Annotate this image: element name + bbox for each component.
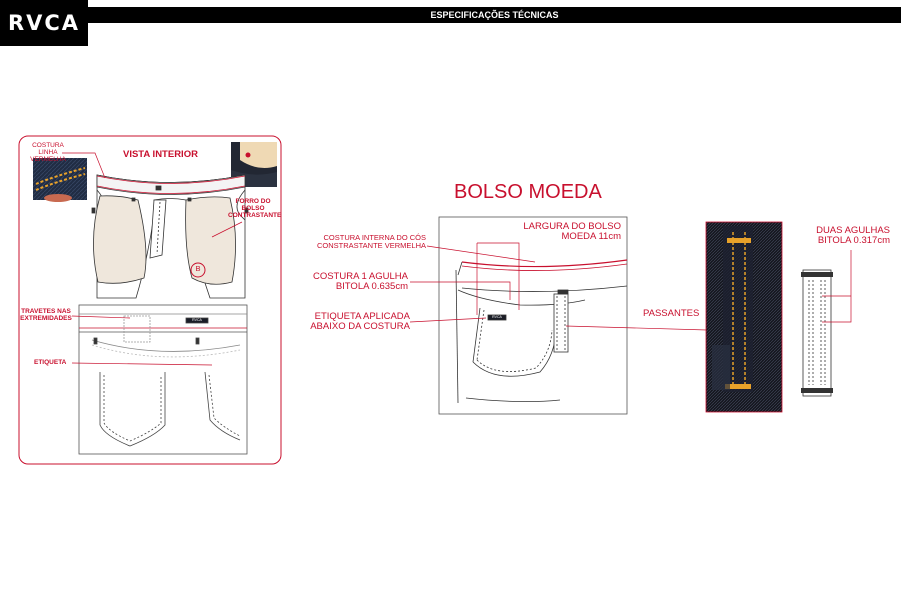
label-line: DUAS AGULHAS: [816, 225, 890, 236]
label-costura-linha: COSTURA LINHA VERMELHA: [20, 142, 76, 163]
page-title: ESPECIFICAÇÕES TÉCNICAS: [88, 7, 901, 23]
label-line: ABAIXO DA COSTURA: [310, 321, 410, 333]
label-line: ETIQUETA APLICADA: [314, 311, 410, 322]
belt-loop-photo: [705, 221, 783, 413]
dimension-guides: [409, 242, 708, 331]
label-line: LINHA VERMELHA: [30, 149, 66, 164]
label-etiqueta: ETIQUETA: [34, 359, 67, 366]
brand-logo: RVCA: [0, 0, 88, 46]
label-line: LARGURA DO BOLSO: [523, 221, 621, 232]
label-passantes: PASSANTES: [643, 308, 700, 319]
tag-label-left: RVCA: [192, 318, 202, 322]
section-title: BOLSO MOEDA: [454, 181, 602, 203]
label-line: COSTURA 1 AGULHA: [312, 271, 408, 282]
interior-view-drawing: [91, 174, 249, 299]
belt-loop-drawing: [801, 250, 852, 397]
label-largura: LARGURA DO BOLSO MOEDA 11cm: [505, 221, 621, 243]
label-travetes: TRAVETES NAS EXTREMIDADES: [20, 308, 72, 322]
label-vista-interior: VISTA INTERIOR: [123, 149, 198, 160]
label-etiqueta-aplicada: ETIQUETA APLICADA ABAIXO DA COSTURA: [300, 311, 410, 333]
label-costura-interna: COSTURA INTERNA DO CÓS CONSTRASTANTE VER…: [300, 233, 426, 251]
stitch-photo-left: [33, 158, 87, 202]
pocket-closeup-frame: [438, 216, 628, 415]
label-line: CONSTRASTANTE VERMELHA: [316, 241, 426, 251]
label-line: COSTURA: [32, 142, 64, 149]
label-line: TRAVETES NAS: [21, 308, 71, 315]
label-costura-1-agulha: COSTURA 1 AGULHA BITOLA 0.635cm: [300, 271, 408, 293]
label-forro-bolso: FORRO DO BOLSO CONTRASTANTE: [228, 198, 282, 220]
label-duas-agulhas: DUAS AGULHAS BITOLA 0.317cm: [800, 225, 890, 247]
back-view-drawing: [78, 304, 248, 455]
label-line: COSTURA INTERNA DO CÓS: [323, 233, 426, 242]
tag-label-right: RVCA: [492, 315, 502, 319]
label-line: BOLSO: [241, 205, 265, 213]
label-line: BITOLA 0.317cm: [817, 235, 890, 247]
coin-pocket-drawing: [455, 259, 628, 404]
label-line: MOEDA 11cm: [561, 231, 621, 243]
label-line: CONTRASTANTE: [228, 212, 282, 220]
label-line: EXTREMIDADES: [20, 315, 72, 323]
label-line: FORRO DO: [235, 198, 271, 205]
badge-b: B: [195, 264, 201, 273]
left-panel-frame: [18, 135, 282, 465]
left-leader-lines: [62, 152, 243, 366]
label-line: BITOLA 0.635cm: [335, 281, 408, 293]
